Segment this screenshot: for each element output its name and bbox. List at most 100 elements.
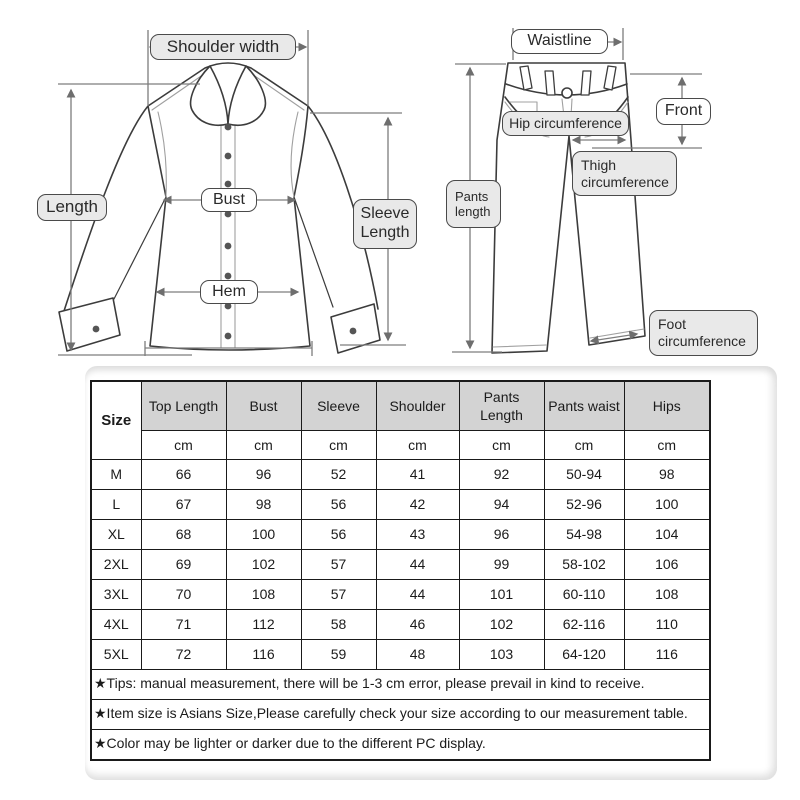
value-cell: 62-116 [543, 609, 625, 640]
unit-cell: cm [458, 430, 545, 460]
value-cell: 54-98 [543, 519, 625, 550]
value-cell: 104 [623, 519, 711, 550]
column-header: Pants Length [458, 380, 545, 431]
value-cell: 59 [300, 639, 377, 670]
belt-loops [519, 65, 617, 96]
size-table: Size Top Length Bust Sleeve Shoulder Pan… [90, 380, 711, 761]
size-cell: M [90, 459, 142, 490]
shirt-right-sleeve-inner [293, 196, 334, 308]
value-cell: 106 [623, 549, 711, 580]
hip-circumference-label: Hip circumference [502, 111, 629, 136]
size-cell: 4XL [90, 609, 142, 640]
value-cell: 68 [140, 519, 227, 550]
value-cell: 103 [458, 639, 545, 670]
measurement-diagram: Shoulder width Length Bust Hem Sleeve Le… [0, 0, 800, 368]
shirt-seams [151, 71, 305, 349]
value-cell: 116 [623, 639, 711, 670]
column-header: Bust [225, 380, 302, 431]
column-header: Sleeve [300, 380, 377, 431]
value-cell: 69 [140, 549, 227, 580]
thigh-circumference-label: Thigh circumference [572, 151, 677, 196]
value-cell: 50-94 [543, 459, 625, 490]
pants-button [561, 87, 573, 99]
note-row: ★Tips: manual measurement, there will be… [90, 669, 711, 700]
value-cell: 52 [300, 459, 377, 490]
shirt-right-sleeve [307, 105, 379, 310]
length-label: Length [37, 194, 107, 221]
value-cell: 64-120 [543, 639, 625, 670]
value-cell: 108 [225, 579, 302, 610]
value-cell: 44 [375, 579, 460, 610]
value-cell: 110 [623, 609, 711, 640]
value-cell: 100 [225, 519, 302, 550]
size-cell: L [90, 489, 142, 520]
unit-cell: cm [623, 430, 711, 460]
column-header: Pants waist [543, 380, 625, 431]
value-cell: 60-110 [543, 579, 625, 610]
column-header: Shoulder [375, 380, 460, 431]
size-corner-header: Size [90, 380, 142, 460]
unit-row: cm cm cm cm cm cm cm [91, 430, 711, 460]
cuff-button [349, 327, 357, 335]
value-cell: 100 [623, 489, 711, 520]
unit-cell: cm [140, 430, 227, 460]
shoulder-width-label: Shoulder width [150, 34, 296, 60]
note-text: ★Item size is Asians Size,Please careful… [90, 699, 711, 730]
value-cell: 96 [458, 519, 545, 550]
cuff-button [92, 325, 100, 333]
pants-drawing [491, 62, 646, 354]
waistline-label: Waistline [511, 29, 608, 54]
size-cell: XL [90, 519, 142, 550]
value-cell: 42 [375, 489, 460, 520]
value-cell: 102 [225, 549, 302, 580]
foot-circumference-label: Foot circumference [649, 310, 758, 356]
size-cell: 5XL [90, 639, 142, 670]
value-cell: 66 [140, 459, 227, 490]
value-cell: 58-102 [543, 549, 625, 580]
note-row: ★Color may be lighter or darker due to t… [90, 729, 711, 761]
shirt-collar-right [227, 65, 267, 126]
unit-cell: cm [543, 430, 625, 460]
value-cell: 101 [458, 579, 545, 610]
pants-length-label: Pants length [446, 180, 501, 228]
sleeve-length-label: Sleeve Length [353, 199, 417, 249]
front-label: Front [656, 98, 711, 125]
size-cell: 2XL [90, 549, 142, 580]
value-cell: 44 [375, 549, 460, 580]
note-text: ★Color may be lighter or darker due to t… [90, 729, 711, 761]
hem-label: Hem [200, 280, 258, 304]
note-text: ★Tips: manual measurement, there will be… [90, 669, 711, 700]
value-cell: 92 [458, 459, 545, 490]
column-header: Top Length [140, 380, 227, 431]
value-cell: 56 [300, 519, 377, 550]
shirt-left-sleeve-inner [113, 196, 167, 300]
value-cell: 67 [140, 489, 227, 520]
note-row: ★Item size is Asians Size,Please careful… [90, 699, 711, 730]
value-cell: 98 [623, 459, 711, 490]
value-cell: 41 [375, 459, 460, 490]
value-cell: 108 [623, 579, 711, 610]
column-header: Hips [623, 380, 711, 431]
shirt-right-cuff [330, 303, 381, 354]
value-cell: 72 [140, 639, 227, 670]
pants-body [491, 62, 646, 354]
value-cell: 102 [458, 609, 545, 640]
value-cell: 116 [225, 639, 302, 670]
value-cell: 57 [300, 549, 377, 580]
value-cell: 112 [225, 609, 302, 640]
value-cell: 56 [300, 489, 377, 520]
value-cell: 94 [458, 489, 545, 520]
size-cell: 3XL [90, 579, 142, 610]
value-cell: 48 [375, 639, 460, 670]
value-cell: 58 [300, 609, 377, 640]
shirt-collar-left [189, 65, 229, 126]
value-cell: 70 [140, 579, 227, 610]
value-cell: 98 [225, 489, 302, 520]
